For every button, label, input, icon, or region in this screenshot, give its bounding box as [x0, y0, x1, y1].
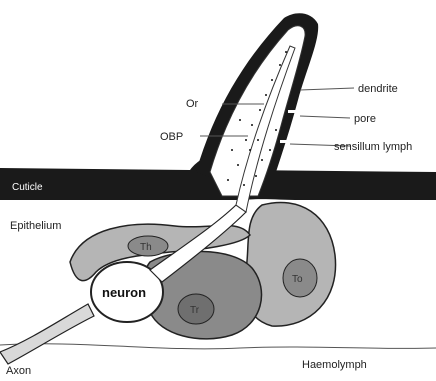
label-th: Th — [140, 242, 152, 253]
label-dendrite: dendrite — [358, 83, 398, 95]
pore-marker — [250, 95, 258, 98]
haemolymph-boundary — [0, 344, 436, 349]
label-neuron: neuron — [102, 285, 146, 300]
label-to: To — [292, 274, 303, 285]
label-epithelium: Epithelium — [10, 220, 61, 232]
axon — [0, 304, 94, 364]
label-haemolymph: Haemolymph — [302, 359, 367, 371]
label-axon: Axon — [6, 365, 31, 376]
pore-marker — [288, 110, 296, 113]
label-cuticle: Cuticle — [12, 182, 43, 193]
label-pore: pore — [354, 113, 376, 125]
label-tr: Tr — [190, 305, 200, 316]
label-or: Or — [186, 98, 199, 110]
pore-marker — [280, 140, 288, 143]
label-obp: OBP — [160, 131, 183, 143]
label-sensillum-lymph: sensillum lymph — [334, 141, 412, 153]
